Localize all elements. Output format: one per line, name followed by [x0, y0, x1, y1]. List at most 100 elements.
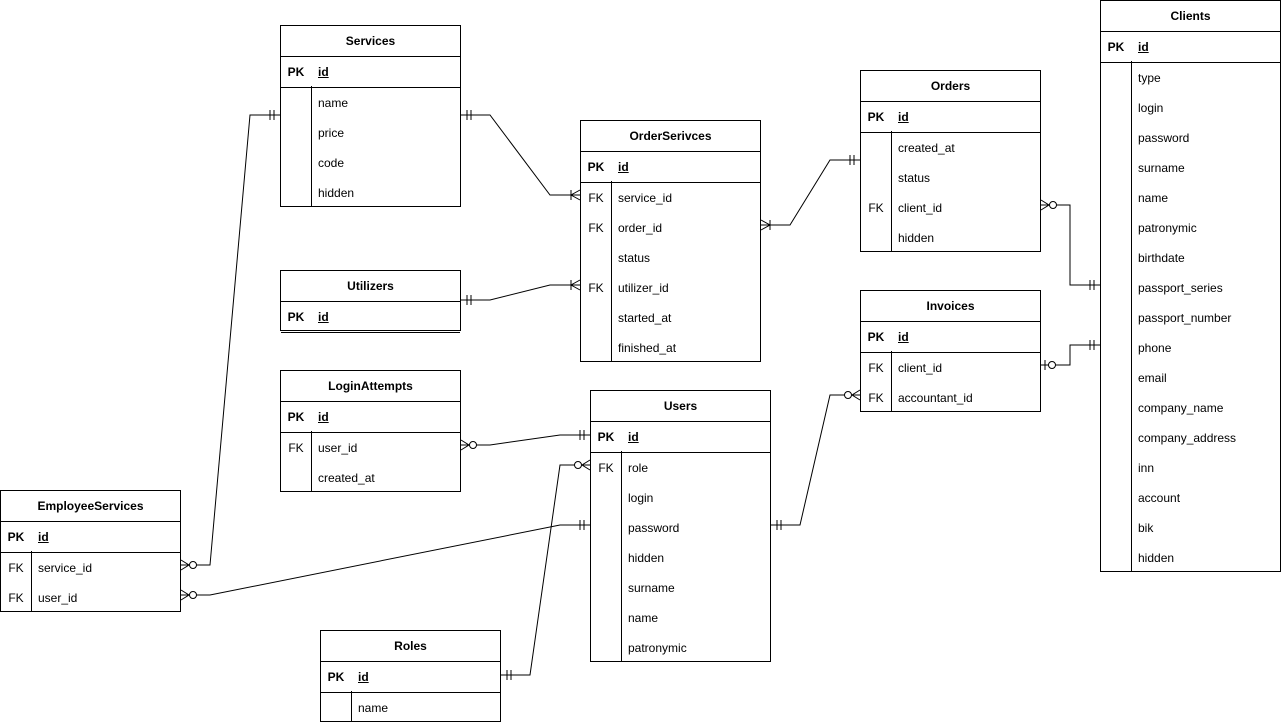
- field-row: price: [281, 118, 460, 148]
- pk-marker: PK: [1107, 40, 1125, 54]
- key-marker: [591, 603, 621, 633]
- key-marker: FK: [868, 361, 884, 375]
- key-marker: FK: [598, 461, 614, 475]
- key-marker: FK: [8, 561, 24, 575]
- field-name: role: [628, 461, 649, 475]
- field-row: phone: [1101, 333, 1280, 363]
- field-name: name: [1138, 191, 1169, 205]
- field-row: hidden: [861, 223, 1040, 253]
- field-row: passport_series: [1101, 273, 1280, 303]
- field-name: patronymic: [1138, 221, 1197, 235]
- field-name: surname: [628, 581, 675, 595]
- field-name: type: [1138, 71, 1161, 85]
- key-marker: [591, 543, 621, 573]
- field-row: account: [1101, 483, 1280, 513]
- relationship-line: [1041, 204, 1100, 286]
- field-name: user_id: [38, 591, 78, 605]
- key-column-divider: [891, 131, 892, 251]
- field-name: code: [318, 156, 345, 170]
- pk-marker: PK: [7, 530, 25, 544]
- zero-or-many-circle-marker: [189, 561, 197, 569]
- field-row: email: [1101, 363, 1280, 393]
- field-row: birthdate: [1101, 243, 1280, 273]
- pk-marker: PK: [587, 160, 605, 174]
- pk-field: id: [38, 530, 49, 544]
- field-row: name: [281, 88, 460, 118]
- relationship-line: [761, 159, 860, 226]
- key-marker: FK: [588, 281, 604, 295]
- key-marker: [281, 178, 311, 208]
- field-row: patronymic: [591, 633, 770, 663]
- pk-marker: PK: [327, 670, 345, 684]
- key-marker: [581, 243, 611, 273]
- one-mandatory-marker: [269, 110, 275, 120]
- key-column-divider: [891, 351, 892, 411]
- key-marker: [1101, 243, 1131, 273]
- key-marker: [1101, 183, 1131, 213]
- key-marker: FK: [8, 591, 24, 605]
- key-marker: [861, 163, 891, 193]
- field-name: accountant_id: [898, 391, 973, 405]
- pk-field: id: [618, 160, 629, 174]
- field-name: hidden: [898, 231, 935, 245]
- pk-marker: PK: [867, 110, 885, 124]
- entity-title: Clients: [1101, 1, 1280, 32]
- one-mandatory-marker: [506, 670, 512, 680]
- field-row: password: [591, 513, 770, 543]
- field-row: name: [1101, 183, 1280, 213]
- field-name: inn: [1138, 461, 1155, 475]
- pk-marker: PK: [287, 65, 305, 79]
- key-marker: [1101, 273, 1131, 303]
- field-row: FK role: [591, 453, 770, 483]
- field-name: price: [318, 126, 345, 140]
- pk-field: id: [898, 110, 909, 124]
- relationship-line: [461, 284, 580, 301]
- field-name: bik: [1138, 521, 1154, 535]
- field-name: password: [628, 521, 680, 535]
- key-marker: [1101, 63, 1131, 93]
- key-marker: [1101, 213, 1131, 243]
- field-row: hidden: [591, 543, 770, 573]
- entity-title: Invoices: [861, 291, 1040, 322]
- one-mandatory-marker: [1089, 340, 1095, 350]
- one-mandatory-marker: [466, 110, 472, 120]
- pk-marker: PK: [597, 430, 615, 444]
- pk-field: id: [1138, 40, 1149, 54]
- field-row: login: [1101, 93, 1280, 123]
- field-name: login: [628, 491, 654, 505]
- field-row: company_name: [1101, 393, 1280, 423]
- field-name: surname: [1138, 161, 1185, 175]
- one-mandatory-marker: [579, 520, 585, 530]
- key-marker: [1101, 153, 1131, 183]
- primary-key-row: PK id: [861, 102, 1040, 133]
- field-name: hidden: [628, 551, 665, 565]
- key-column-divider: [611, 181, 612, 361]
- key-marker: [1101, 453, 1131, 483]
- field-row: name: [591, 603, 770, 633]
- zero-or-many-circle-marker: [1049, 201, 1057, 209]
- key-marker: [591, 573, 621, 603]
- key-marker: [1101, 93, 1131, 123]
- one-mandatory-marker: [579, 430, 585, 440]
- field-name: phone: [1138, 341, 1172, 355]
- field-name: name: [318, 96, 349, 110]
- one-mandatory-marker: [849, 155, 855, 165]
- field-name: name: [358, 701, 389, 715]
